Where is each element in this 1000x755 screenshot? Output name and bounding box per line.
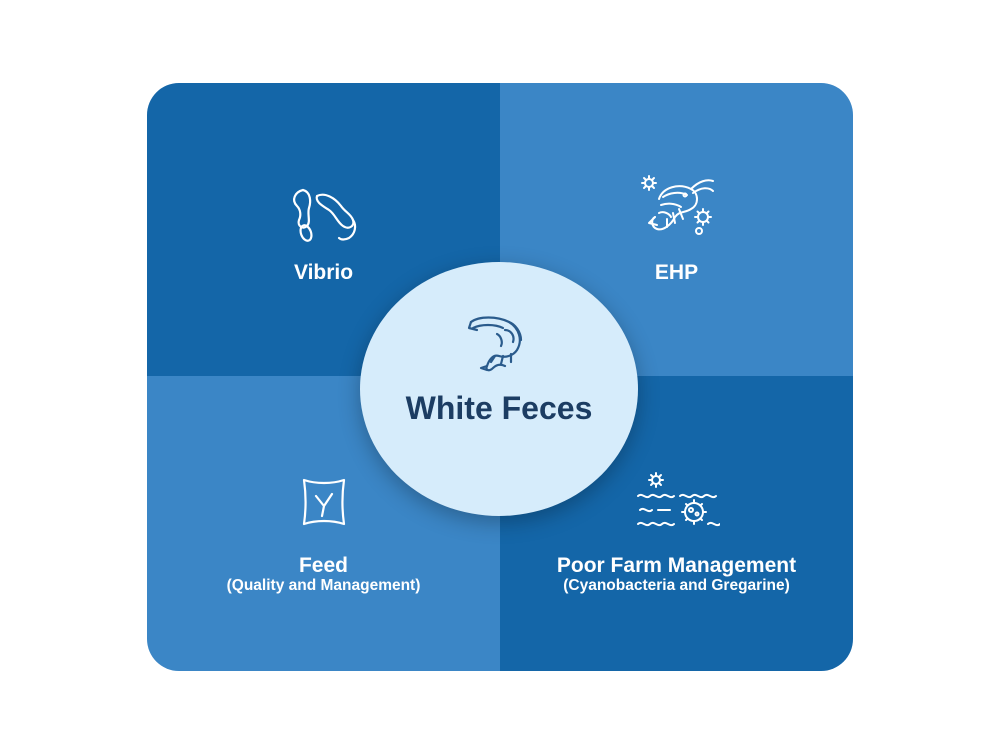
shrimp-microbe-icon bbox=[639, 173, 715, 241]
water-microbe-icon bbox=[634, 472, 720, 534]
shrimp-icon bbox=[467, 314, 531, 372]
bacteria-icon bbox=[289, 186, 359, 242]
farm-management-sublabel: (Cyanobacteria and Gregarine) bbox=[563, 577, 790, 594]
vibrio-label: Vibrio bbox=[293, 261, 354, 284]
ehp-label: EHP bbox=[654, 261, 699, 284]
center-title: White Feces bbox=[405, 390, 593, 426]
feed-sack-icon bbox=[298, 476, 350, 528]
center-circle: White Feces bbox=[360, 262, 638, 516]
feed-label: Feed bbox=[298, 554, 348, 577]
farm-management-label: Poor Farm Management bbox=[556, 554, 797, 577]
feed-sublabel: (Quality and Management) bbox=[226, 577, 421, 594]
